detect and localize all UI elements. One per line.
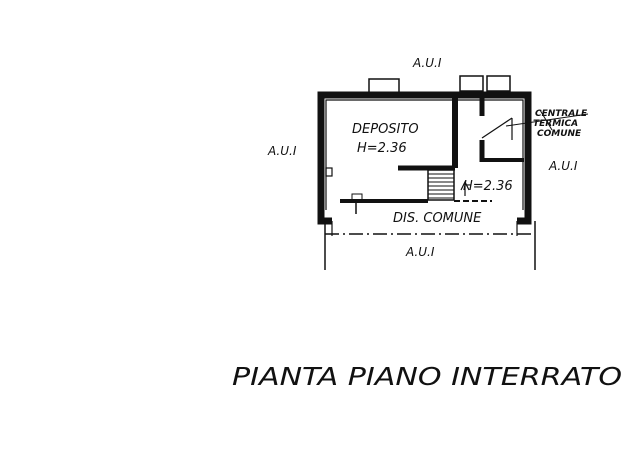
corridor-arrow [460, 180, 470, 191]
vent-box-left [368, 78, 400, 94]
staircase [427, 169, 455, 201]
outer-wall [317, 91, 532, 225]
label-aui-left: A.U.I [267, 144, 297, 158]
centrale-leader-line [505, 113, 589, 127]
plan-drawing [317, 75, 589, 270]
label-aui-right: A.U.I [548, 159, 578, 173]
label-room-name: DEPOSITO [352, 122, 419, 137]
label-centrale-line1: CENTRALE [535, 109, 588, 119]
label-corridor-height: H=2.36 [463, 179, 513, 194]
label-aui-top: A.U.I [412, 56, 442, 70]
label-corridor-name: DIS. COMUNE [393, 211, 482, 226]
label-aui-bottom: A.U.I [405, 245, 435, 259]
outer-wall-inner-line [325, 99, 524, 210]
vent-box-right [486, 75, 511, 92]
left-wall-niche [325, 167, 333, 177]
label-room-height: H=2.36 [357, 141, 407, 156]
label-centrale-line2: TERMICA [533, 119, 578, 129]
centrale-leader-cross [539, 109, 553, 131]
vent-box-middle [459, 75, 484, 92]
centrale-door-arc [481, 117, 513, 139]
plan-title: PIANTA PIANO INTERRATO [232, 362, 622, 391]
label-centrale-line3: COMUNE [537, 129, 582, 139]
corridor-pillar [351, 193, 363, 203]
